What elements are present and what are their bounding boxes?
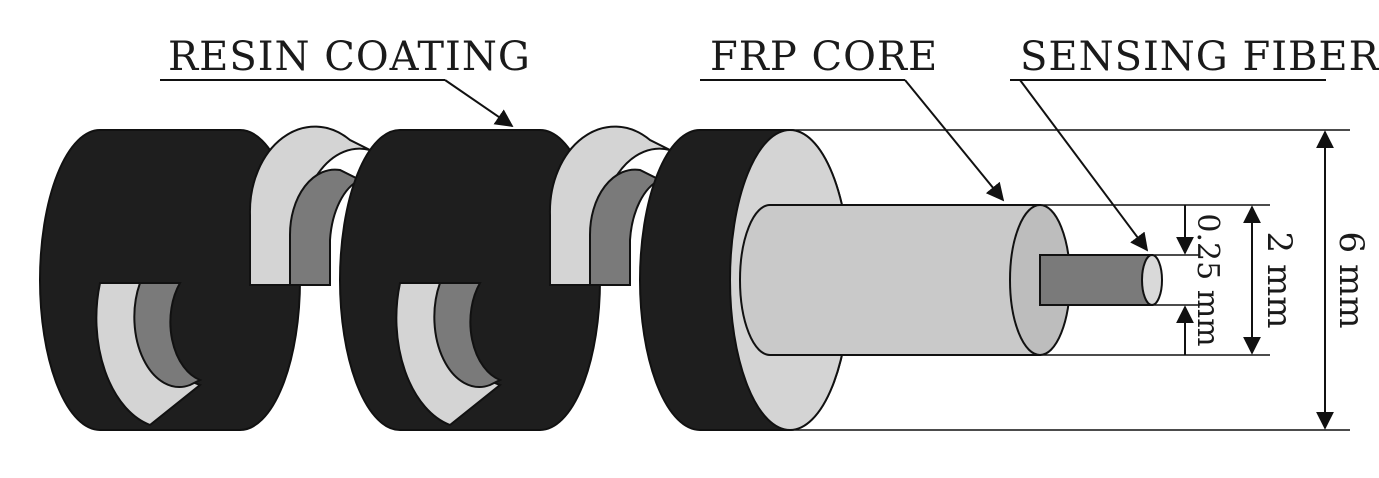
frp-core: [739, 204, 1071, 356]
sensing-fiber-label: SENSING FIBER: [1020, 34, 1379, 80]
dimension-outer: 6 mm: [1316, 130, 1371, 430]
sensing-fiber: [1039, 254, 1163, 306]
extension-lines: [790, 129, 1350, 431]
dim-fiber-label: 0.25 mm: [1190, 213, 1225, 346]
frp-core-label: FRP CORE: [710, 34, 938, 80]
coating-segment-1: [39, 125, 371, 431]
label-frp-core: FRP CORE: [700, 34, 1005, 202]
dim-core-label: 2 mm: [1259, 232, 1299, 329]
coating-segment-2: [339, 125, 671, 431]
dimension-core: 2 mm: [1243, 205, 1299, 355]
dim-outer-label: 6 mm: [1331, 232, 1371, 329]
label-resin-coating: RESIN COATING: [160, 34, 531, 128]
resin-coating-label: RESIN COATING: [168, 34, 531, 80]
label-sensing-fiber: SENSING FIBER: [1010, 34, 1379, 252]
dimension-fiber: 0.25 mm: [1176, 205, 1225, 355]
